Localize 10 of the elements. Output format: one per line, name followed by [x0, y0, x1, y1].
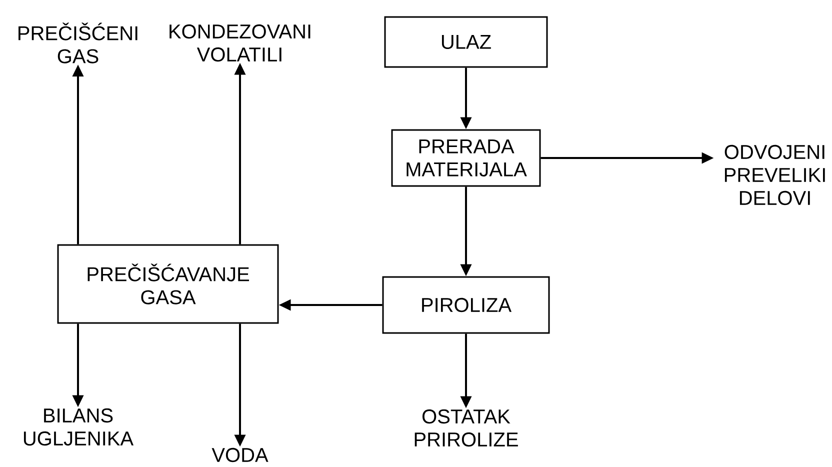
stream-label: BILANS UGLJENIKA	[24, 408, 134, 446]
stream-label: ODVOJENI PREVELIKI DELOVI	[724, 144, 825, 206]
stream-label: PREČIŠĆENI GAS	[18, 22, 138, 64]
process-box: PRERADA MATERIJALA	[391, 129, 541, 187]
stream-label: OSTATAK PRIROLIZE	[414, 409, 518, 447]
stream-label: KONDEZOVANI VOLATILI	[170, 24, 310, 62]
stream-label: VODA	[212, 448, 268, 462]
process-box: PIROLIZA	[382, 276, 550, 334]
process-box: PREČIŠĆAVANJE GASA	[57, 244, 279, 324]
process-box: ULAZ	[384, 16, 548, 68]
